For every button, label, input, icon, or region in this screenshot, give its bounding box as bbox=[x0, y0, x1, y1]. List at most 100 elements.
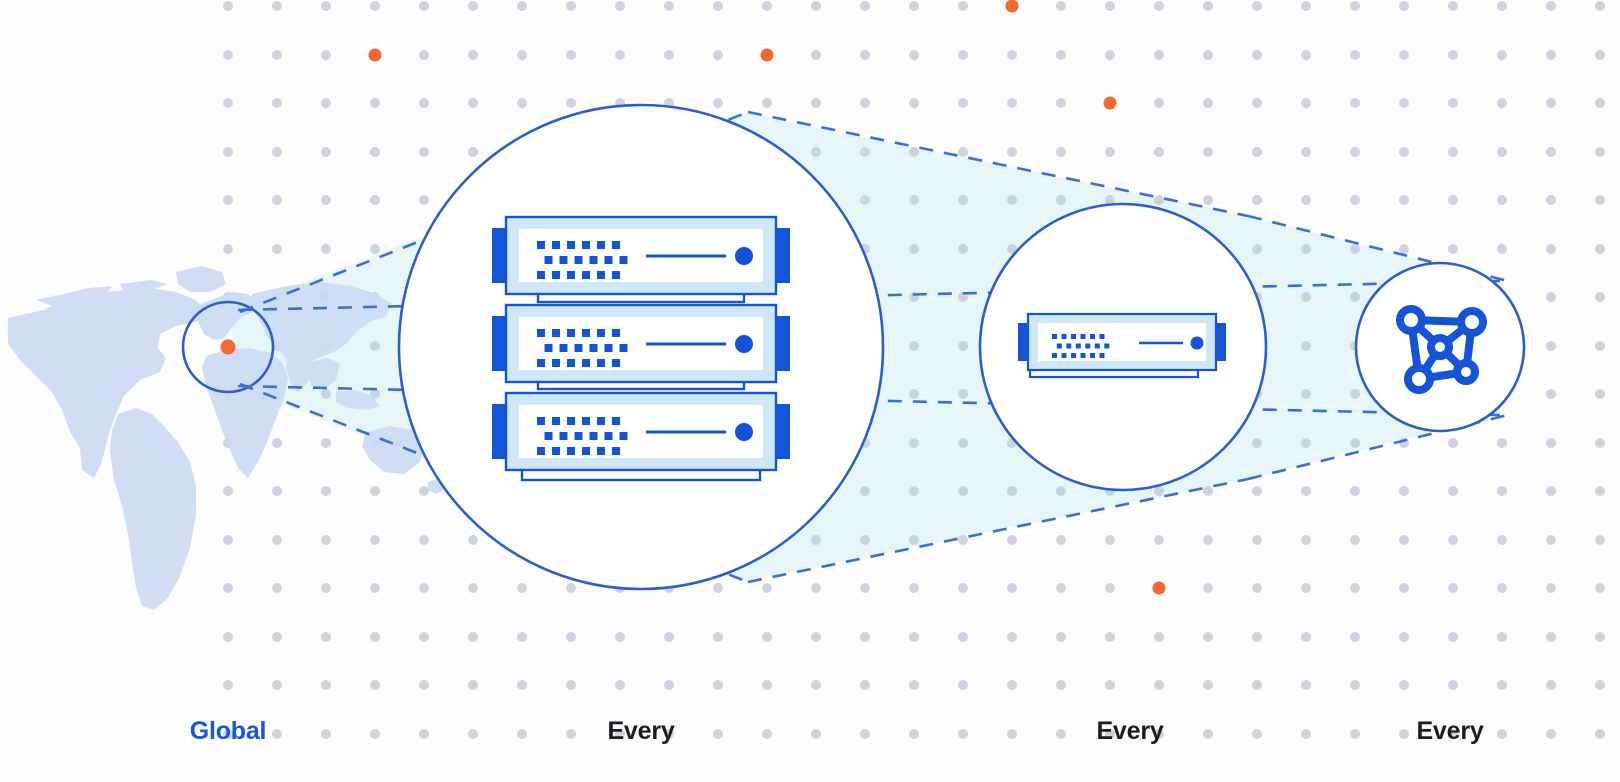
service-node[interactable] bbox=[1354, 261, 1526, 433]
grid-dot bbox=[1448, 98, 1458, 108]
grid-dot bbox=[1301, 632, 1311, 642]
data-center-node[interactable] bbox=[397, 103, 885, 591]
grid-dot bbox=[419, 50, 429, 60]
vent-square bbox=[574, 256, 583, 264]
grid-dot bbox=[223, 98, 233, 108]
grid-dot bbox=[958, 583, 968, 593]
grid-dot bbox=[1546, 389, 1556, 399]
grid-dot bbox=[811, 535, 821, 545]
global-network-node[interactable] bbox=[181, 300, 275, 394]
grid-dot bbox=[272, 244, 282, 254]
grid-dot bbox=[958, 195, 968, 205]
grid-dot bbox=[1007, 147, 1017, 157]
vent-square bbox=[544, 256, 553, 264]
server-unit-3-vents bbox=[537, 417, 628, 455]
grid-dot bbox=[860, 632, 870, 642]
grid-dot bbox=[1350, 1, 1360, 11]
vent-square bbox=[552, 359, 560, 367]
grid-dot bbox=[468, 1, 478, 11]
grid-dot bbox=[517, 632, 527, 642]
grid-dot bbox=[615, 680, 625, 690]
grid-dot bbox=[1546, 341, 1556, 351]
grid-dot bbox=[1399, 729, 1409, 739]
grid-dot bbox=[321, 50, 331, 60]
grid-dot bbox=[370, 341, 380, 351]
grid-dot bbox=[860, 147, 870, 157]
grid-dot bbox=[909, 195, 919, 205]
grid-dot bbox=[1546, 729, 1556, 739]
grid-dot bbox=[272, 729, 282, 739]
grid-dot bbox=[223, 583, 233, 593]
vent-square bbox=[619, 432, 628, 440]
world-map-icon bbox=[8, 266, 446, 610]
vent-square bbox=[582, 241, 590, 249]
grid-dot bbox=[370, 195, 380, 205]
grid-dot bbox=[1350, 632, 1360, 642]
grid-dot bbox=[1105, 535, 1115, 545]
grid-dot bbox=[909, 486, 919, 496]
grid-dot bbox=[762, 583, 772, 593]
grid-dot bbox=[1595, 583, 1605, 593]
grid-dot bbox=[370, 389, 380, 399]
grid-dot bbox=[1056, 147, 1066, 157]
grid-dot bbox=[1350, 583, 1360, 593]
grid-dot bbox=[517, 50, 527, 60]
grid-dot bbox=[1252, 98, 1262, 108]
grid-dot bbox=[321, 147, 331, 157]
grid-dot bbox=[1154, 98, 1164, 108]
server-node[interactable] bbox=[978, 202, 1268, 492]
vent-square bbox=[597, 359, 605, 367]
grid-dot bbox=[370, 98, 380, 108]
grid-dot bbox=[1350, 50, 1360, 60]
grid-dot bbox=[1350, 729, 1360, 739]
grid-dot bbox=[419, 98, 429, 108]
grid-dot-highlight bbox=[368, 48, 382, 62]
grid-dot bbox=[1595, 244, 1605, 254]
grid-dot bbox=[1007, 244, 1017, 254]
grid-dot bbox=[223, 535, 233, 545]
grid-dot bbox=[321, 244, 331, 254]
grid-dot bbox=[1595, 195, 1605, 205]
grid-dot bbox=[713, 632, 723, 642]
grid-dot bbox=[1301, 486, 1311, 496]
grid-dot bbox=[1007, 583, 1017, 593]
grid-dot bbox=[1497, 486, 1507, 496]
grid-dot bbox=[1595, 98, 1605, 108]
grid-dot bbox=[1546, 292, 1556, 302]
grid-dot bbox=[1007, 680, 1017, 690]
grid-dot bbox=[370, 1, 380, 11]
grid-dot bbox=[1203, 680, 1213, 690]
grid-dot bbox=[1497, 50, 1507, 60]
grid-dot bbox=[958, 244, 968, 254]
vent-square bbox=[612, 271, 620, 279]
grid-dot bbox=[1007, 632, 1017, 642]
grid-dot bbox=[1497, 438, 1507, 448]
grid-dot bbox=[909, 583, 919, 593]
grid-dot bbox=[1399, 147, 1409, 157]
grid-dot bbox=[1399, 1, 1409, 11]
grid-dot bbox=[909, 680, 919, 690]
grid-dot bbox=[1154, 195, 1164, 205]
grid-dot bbox=[1154, 486, 1164, 496]
grid-dot bbox=[1546, 147, 1556, 157]
vent-square bbox=[612, 359, 620, 367]
grid-dot bbox=[1105, 729, 1115, 739]
grid-dot bbox=[713, 98, 723, 108]
grid-dot bbox=[1595, 729, 1605, 739]
grid-dot bbox=[419, 147, 429, 157]
grid-dot bbox=[1399, 244, 1409, 254]
grid-dot bbox=[1252, 147, 1262, 157]
grid-dot bbox=[1007, 486, 1017, 496]
vent-square bbox=[582, 329, 590, 337]
grid-dot bbox=[860, 50, 870, 60]
mesh-node-bottom-left bbox=[1404, 364, 1434, 394]
grid-dot bbox=[762, 680, 772, 690]
grid-dot bbox=[1497, 147, 1507, 157]
grid-dot-highlight bbox=[1152, 581, 1166, 595]
grid-dot bbox=[713, 680, 723, 690]
grid-dot bbox=[1056, 98, 1066, 108]
grid-dot bbox=[1203, 50, 1213, 60]
vent-square bbox=[567, 271, 575, 279]
vent-square bbox=[574, 344, 583, 352]
